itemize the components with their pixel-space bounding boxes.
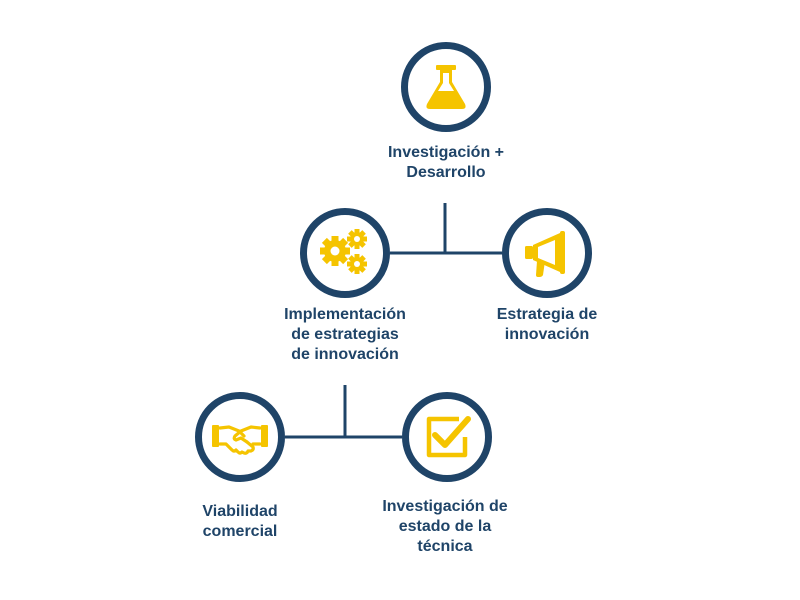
node-research-circle bbox=[401, 42, 491, 132]
node-research-label-line: Investigación + bbox=[387, 144, 505, 161]
node-state-of-art-label-line: técnica bbox=[417, 538, 473, 555]
node-research-label-line: Desarrollo bbox=[406, 164, 486, 181]
node-research-label: Investigación + Desarrollo bbox=[351, 143, 541, 183]
node-implementation-circle bbox=[300, 208, 390, 298]
megaphone-icon bbox=[525, 231, 565, 277]
node-implementation-label: Implementación de estrategias de innovac… bbox=[250, 305, 440, 365]
node-implementation-label-line: Implementación bbox=[284, 306, 406, 323]
node-viability-circle bbox=[195, 392, 285, 482]
node-strategy-label: Estrategia de innovación bbox=[452, 305, 642, 345]
flask-icon bbox=[426, 65, 466, 109]
node-strategy-label-line: innovación bbox=[504, 326, 590, 343]
node-state-of-art-label-line: estado de la bbox=[398, 518, 492, 535]
node-viability-label-line: comercial bbox=[202, 523, 278, 540]
node-strategy-circle bbox=[502, 208, 592, 298]
node-state-of-art-circle bbox=[402, 392, 492, 482]
handshake-icon bbox=[212, 425, 268, 455]
node-strategy-label-line: Estrategia de bbox=[496, 306, 598, 323]
node-implementation-label-line: de estrategias bbox=[291, 326, 399, 343]
checkbox-icon bbox=[426, 416, 471, 458]
node-viability-label: Viabilidad comercial bbox=[145, 502, 335, 542]
node-implementation-label-line: de innovación bbox=[291, 346, 399, 363]
gears-icon bbox=[320, 229, 367, 274]
node-state-of-art-label-line: Investigación de bbox=[382, 498, 508, 515]
node-state-of-art-label: Investigación de estado de la técnica bbox=[350, 497, 540, 557]
node-viability-label-line: Viabilidad bbox=[202, 503, 278, 520]
